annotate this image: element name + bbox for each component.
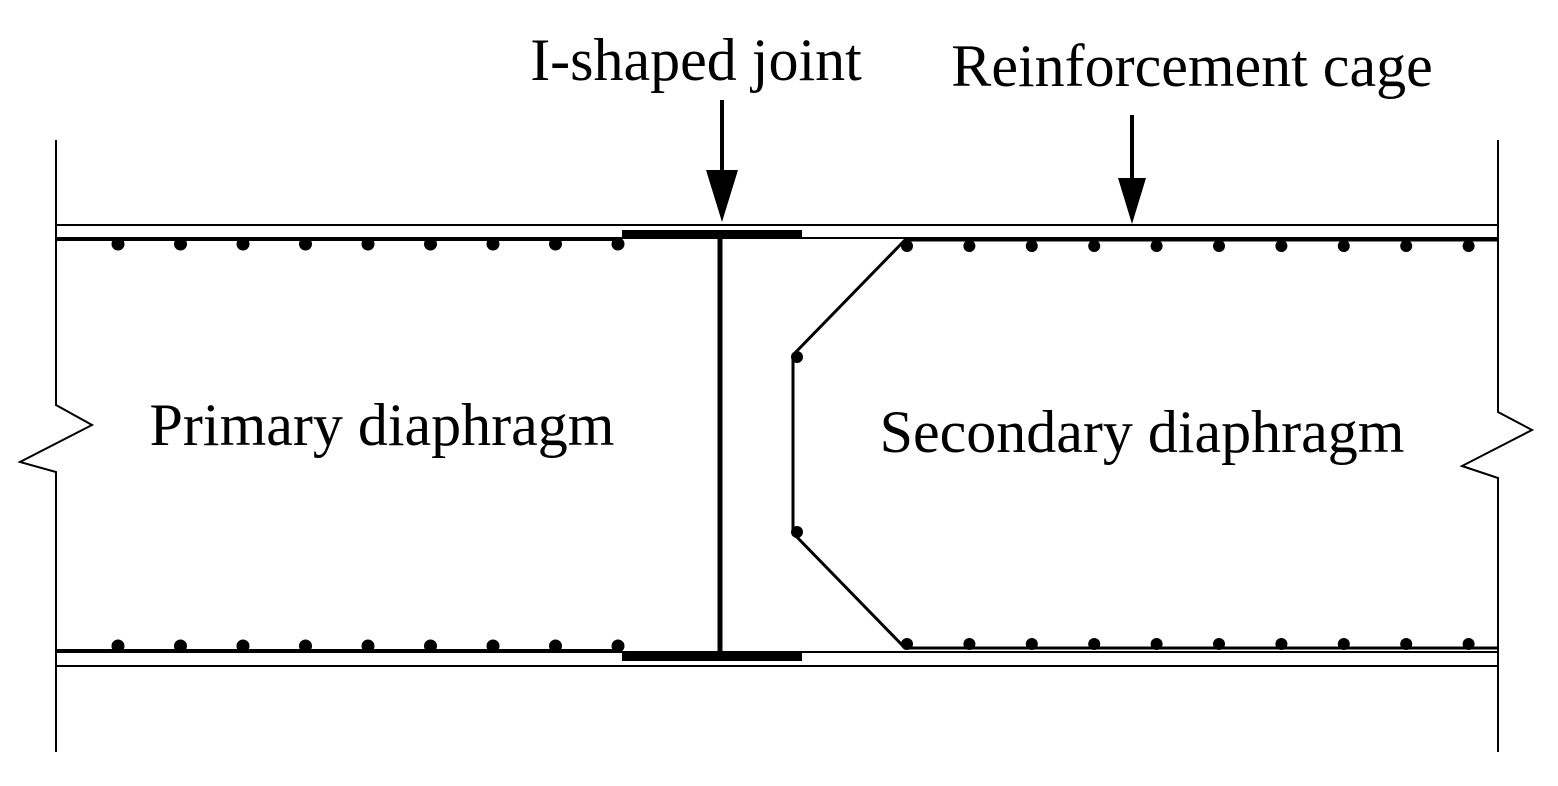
primary-bottom-rebar-dot xyxy=(361,639,375,653)
primary-bottom-rebar-dot xyxy=(549,639,562,653)
secondary-bottom-rebar-dot xyxy=(1088,638,1101,650)
secondary-bottom-rebar-dot xyxy=(1275,638,1288,650)
secondary-top-rebar-dot xyxy=(1025,240,1038,252)
right-break-line xyxy=(1459,140,1535,752)
primary-bottom-rebar-dot xyxy=(174,639,187,653)
secondary-top-rebar-dot xyxy=(963,240,976,252)
wall-boundaries xyxy=(56,224,1498,667)
primary-top-rebar-dot xyxy=(611,237,625,251)
joint-arrow xyxy=(706,100,738,222)
cage-arrow-head xyxy=(1118,178,1146,224)
primary-bottom-rebar-dot xyxy=(424,639,437,653)
secondary-top-rebar-dot xyxy=(901,240,913,252)
secondary-bottom-rebar-dot xyxy=(1462,638,1475,650)
primary-top-rebar-dot xyxy=(549,237,562,251)
secondary-top-rebar-dot xyxy=(1088,240,1101,252)
reinforcement-cage-outline xyxy=(791,238,1498,650)
cage-arrow xyxy=(1118,115,1146,224)
cage-label: Reinforcement cage xyxy=(951,33,1432,99)
left-break-line xyxy=(17,140,95,752)
primary-diaphragm-label: Primary diaphragm xyxy=(150,392,615,458)
secondary-bottom-rebar-dot xyxy=(1025,638,1038,650)
secondary-corner-rebar-dot xyxy=(791,526,803,538)
secondary-top-rebar-dot xyxy=(1337,240,1350,252)
secondary-bottom-rebar-dot xyxy=(963,638,976,650)
primary-rebars xyxy=(56,237,625,653)
primary-top-rebar-dot xyxy=(299,237,312,251)
primary-bottom-rebar-dot xyxy=(611,639,625,653)
secondary-diaphragm-label: Secondary diaphragm xyxy=(880,399,1405,465)
secondary-bottom-rebar-dot xyxy=(1400,638,1413,650)
i-shaped-joint xyxy=(622,230,802,661)
primary-top-rebar-dot xyxy=(361,237,375,251)
primary-bottom-rebar-dot xyxy=(299,639,312,653)
secondary-bottom-rebar-dot xyxy=(901,638,913,650)
secondary-bottom-rebar-dot xyxy=(1213,638,1225,650)
primary-top-rebar-dot xyxy=(424,237,437,251)
joint-label: I-shaped joint xyxy=(530,27,862,93)
primary-top-rebar-dot xyxy=(111,237,125,251)
secondary-top-rebar-dot xyxy=(1150,240,1163,252)
secondary-top-rebar-dot xyxy=(1400,240,1413,252)
primary-top-rebar-dot xyxy=(236,237,250,251)
secondary-bottom-rebar-dot xyxy=(1150,638,1163,650)
cage-outline xyxy=(791,238,1498,650)
secondary-bottom-rebar-dot xyxy=(1337,638,1350,650)
secondary-top-rebar-dot xyxy=(1462,240,1475,252)
joint-arrow-head xyxy=(706,170,738,222)
secondary-rebar-dots xyxy=(791,240,1475,650)
primary-top-rebar-dot xyxy=(174,237,187,251)
primary-rebar-dots xyxy=(111,237,625,653)
secondary-corner-rebar-dot xyxy=(791,351,803,363)
primary-bottom-rebar-dot xyxy=(486,639,500,653)
primary-bottom-rebar-dot xyxy=(236,639,250,653)
primary-bottom-rebar-dot xyxy=(111,639,125,653)
secondary-top-rebar-dot xyxy=(1213,240,1225,252)
secondary-top-rebar-dot xyxy=(1275,240,1288,252)
primary-top-rebar-dot xyxy=(486,237,500,251)
